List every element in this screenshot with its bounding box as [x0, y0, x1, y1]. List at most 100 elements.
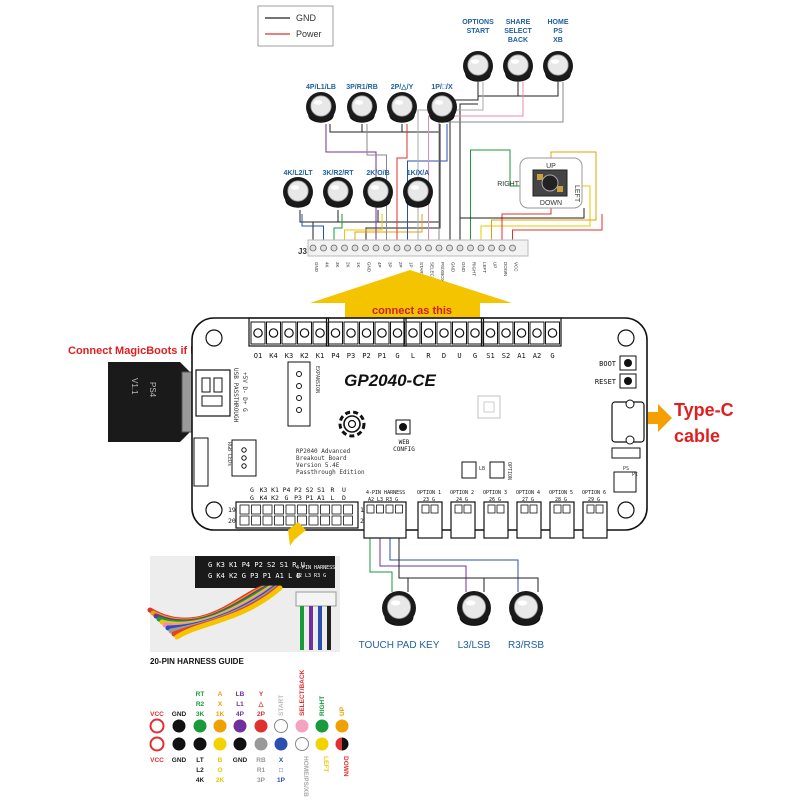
- four-pin-pin: [395, 504, 403, 514]
- guide-label: GND: [172, 711, 187, 718]
- board-description: Breakout Board: [296, 455, 347, 462]
- top-pin-label: G: [395, 352, 399, 360]
- bottom-button-label: TOUCH PAD KEY: [359, 640, 440, 651]
- j3-pin: [404, 244, 411, 252]
- button-label: 4P/L1/LB: [306, 84, 336, 91]
- harness-pin-label: D: [342, 494, 346, 502]
- j3-pin: [330, 244, 338, 252]
- screw-terminal-hole: [516, 328, 527, 338]
- top-terminal-block: [248, 317, 562, 347]
- harness-pin: [274, 504, 284, 515]
- harness-pin: [320, 504, 330, 515]
- screw-terminal-hole: [454, 328, 465, 338]
- j3-pin: [383, 244, 390, 252]
- guide-label: 2P: [257, 711, 266, 718]
- screw-terminal-hole: [253, 328, 263, 338]
- dongle-text: PS4: [148, 382, 157, 398]
- magicboots: Connect MagicBoots if have PS4 V1.1: [68, 345, 215, 442]
- wire-color-dot: [335, 737, 349, 751]
- wire: [354, 214, 423, 245]
- arcade-button: [323, 177, 353, 208]
- rp2040-chip-core: [483, 401, 495, 413]
- option-connector: [549, 501, 575, 539]
- option-switch: [489, 461, 505, 479]
- harness-pin-label: P4: [283, 486, 291, 494]
- option-pins: 29 G: [588, 497, 600, 503]
- guide-label: R1: [257, 767, 266, 774]
- wire: [449, 96, 479, 245]
- button-label: 3K/R2/RT: [322, 170, 354, 177]
- web-config-button-cap[interactable]: [399, 423, 407, 431]
- dongle-body: [108, 362, 190, 442]
- screw-terminal-hole: [408, 328, 418, 338]
- harness-pin-label: K3: [260, 486, 268, 494]
- guide-label: 4K: [196, 777, 205, 784]
- rp2040-chip: [477, 395, 501, 419]
- arcade-button: [503, 51, 533, 82]
- wire: [333, 214, 343, 245]
- j3-pin-label: UP: [493, 262, 498, 268]
- arcade-button: [306, 92, 336, 123]
- connect-arrow-label: connect as this: [372, 305, 452, 317]
- j3-pin-label: PS/XBOX: [440, 262, 445, 282]
- top-pin-label: R: [426, 352, 431, 360]
- expansion-pin: [296, 395, 302, 401]
- dongle-text: V1.1: [130, 378, 139, 395]
- harness-pin-label: U: [342, 486, 346, 494]
- j3-pin: [351, 244, 359, 252]
- legend-power-label: Power: [296, 29, 322, 39]
- photo-bottom-pins: G K4 K2 G P3 P1 A1 L D: [208, 572, 301, 580]
- board-description: Version 5.4E: [296, 462, 340, 469]
- j3-pin: [477, 244, 485, 252]
- arcade-button: [543, 51, 573, 82]
- harness-photo: G K3 K1 P4 P2 S2 S1 R U G K4 K2 G P3 P1 …: [147, 556, 340, 666]
- top-pin-label: P1: [378, 352, 386, 360]
- photo-wire: [174, 585, 283, 640]
- rgb-led-pin: [241, 447, 247, 453]
- option-label: OPTION 3: [483, 490, 507, 496]
- guide-label: GND: [172, 757, 187, 764]
- harness-pin-label: G: [250, 486, 254, 494]
- wire-color-dot: [274, 737, 288, 751]
- board-description: RP2040 Advanced: [296, 448, 351, 455]
- harness-pin: [297, 504, 307, 515]
- guide-label: R2: [196, 701, 205, 708]
- wire-color-dot: [274, 719, 288, 733]
- ps-label: PS: [623, 466, 629, 472]
- wire: [459, 208, 585, 245]
- boot-button-cap[interactable]: [624, 359, 632, 367]
- guide-label: 1P: [277, 777, 286, 784]
- guide-label: 2K: [216, 777, 225, 784]
- j3-pin: [467, 244, 474, 252]
- reset-button-cap[interactable]: [624, 377, 632, 385]
- row-number: 2: [360, 517, 364, 525]
- j3-pin-label: RIGHT: [472, 262, 477, 276]
- lb-label: LB: [479, 466, 485, 472]
- harness-pin: [251, 504, 261, 515]
- top-pin-label: D: [442, 352, 446, 360]
- j3-pin-label: VCC: [514, 262, 519, 272]
- harness-pin-label: K4: [260, 494, 268, 502]
- guide-label: LT: [196, 757, 203, 764]
- connect-arrow-shape: [310, 270, 512, 320]
- arcade-button: [403, 177, 433, 208]
- guide-label: O: [217, 767, 222, 774]
- j3-pin-label: START: [419, 262, 424, 277]
- wire: [459, 103, 478, 245]
- harness-guide-title: 20-PIN HARNESS GUIDE: [150, 657, 244, 666]
- photo-four-pin-plug: [295, 591, 337, 607]
- guide-label: L1: [236, 701, 244, 708]
- terminal-group: [325, 317, 407, 347]
- j3-pin-label: 3P: [388, 262, 393, 268]
- four-pin-pin: [366, 504, 375, 514]
- harness-pin: [297, 515, 307, 526]
- guide-label: UP: [339, 706, 346, 716]
- legend-box: [257, 5, 334, 47]
- option-pin: [595, 504, 604, 514]
- screw-terminal-hole: [330, 328, 341, 338]
- side-connector: [193, 437, 209, 487]
